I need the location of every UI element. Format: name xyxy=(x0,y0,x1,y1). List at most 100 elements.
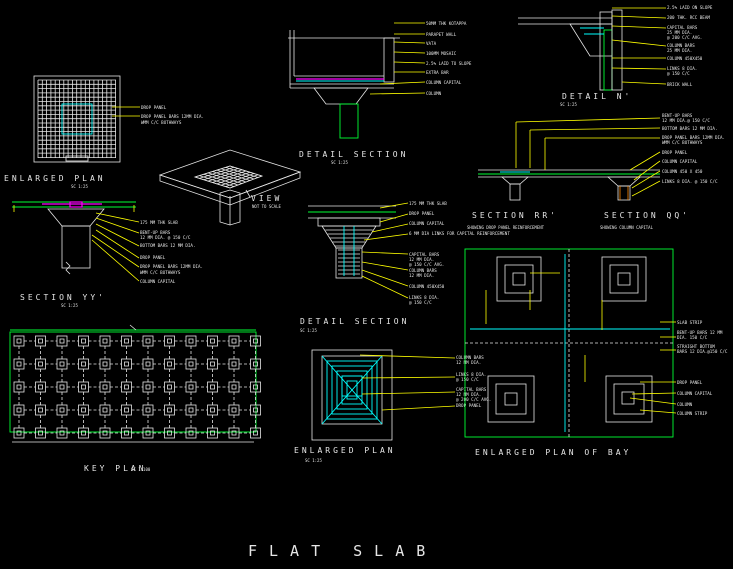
column xyxy=(210,361,215,367)
note: COLUMN CAPITAL xyxy=(409,221,445,226)
note: 12 MM DIA. xyxy=(409,273,434,278)
note: COLUMN 450X450 xyxy=(667,56,703,61)
drop-panel xyxy=(121,404,132,416)
column xyxy=(16,384,22,390)
note: COLUMN STRIP xyxy=(677,411,708,416)
drop-panel xyxy=(78,358,89,370)
column xyxy=(231,430,237,436)
note: DROP PANEL xyxy=(140,255,166,260)
drop-panel xyxy=(121,335,132,347)
note: VATA xyxy=(426,41,437,46)
column xyxy=(210,338,215,344)
note: DROP PANEL xyxy=(456,403,482,408)
drop-panel xyxy=(13,358,25,370)
drop-panel xyxy=(78,381,89,393)
note: BRICK WALL xyxy=(667,82,693,87)
drop-panel xyxy=(185,404,197,416)
note: BENT-UP BARS xyxy=(662,113,693,118)
column xyxy=(167,384,172,390)
drop-panel xyxy=(207,381,218,393)
note: CAPITAL BARS xyxy=(409,252,440,257)
note: DROP PANEL xyxy=(662,150,688,155)
view-title: DETAIL N' xyxy=(562,92,632,101)
column xyxy=(124,338,129,344)
column xyxy=(145,407,151,413)
note: EXTRA BAR xyxy=(426,70,449,75)
iso-bar xyxy=(221,173,255,186)
note: 25 MM DIA. xyxy=(667,48,692,53)
column xyxy=(38,361,43,367)
column xyxy=(253,384,258,390)
column xyxy=(102,407,108,413)
drop-panel xyxy=(142,358,154,370)
view-title: SECTION RR' xyxy=(472,211,558,220)
column xyxy=(81,361,86,367)
note: COLUMN xyxy=(426,91,442,96)
drop-panel xyxy=(56,427,68,439)
note: WMM C/C BOTHWAYS xyxy=(662,140,703,145)
column xyxy=(145,384,151,390)
iso-bar xyxy=(225,174,259,188)
column xyxy=(167,407,172,413)
note: 25 MM DIA. xyxy=(667,30,692,35)
view-title: ENLARGED PLAN xyxy=(4,174,106,183)
key-plan-grid xyxy=(13,335,261,439)
note: COLUMN CAPITAL xyxy=(140,279,176,284)
drop-panel-rebar-grid xyxy=(37,79,116,158)
drop-panel xyxy=(56,335,68,347)
iso-bar xyxy=(216,171,251,185)
note: COLUMN CAPITAL xyxy=(662,159,698,164)
drop-panel xyxy=(56,381,68,393)
drop-panel xyxy=(142,404,154,416)
column xyxy=(188,361,194,367)
view-title: ENLARGED PLAN OF BAY xyxy=(475,448,631,457)
drop-panel xyxy=(185,335,197,347)
note: COLUMN 450 X 450 xyxy=(662,169,703,174)
column xyxy=(231,384,237,390)
note: DIA. 150 C/C xyxy=(677,335,708,340)
note: 50MM THK KOTAPPA xyxy=(426,21,467,26)
column xyxy=(145,361,151,367)
note: DROP PANEL BARS 12MM DIA. xyxy=(141,114,204,119)
column xyxy=(16,407,22,413)
note: 12 MM DIA. xyxy=(409,257,434,262)
drop-panel xyxy=(164,335,175,347)
view-title: SECTION YY' xyxy=(20,293,106,302)
note: COLUMN CAPITAL xyxy=(426,80,462,85)
view-scale: SC 1:25 xyxy=(61,303,78,308)
column xyxy=(81,384,86,390)
note: STRAIGHT BOTTOM xyxy=(677,344,715,349)
column xyxy=(124,430,129,436)
drop-panel xyxy=(228,358,240,370)
view-title: SECTION QQ' xyxy=(604,211,690,220)
column xyxy=(231,361,237,367)
view-subtitle: SHOWING COLUMN CAPITAL xyxy=(600,225,654,230)
view-scale: SC 1:25 xyxy=(331,160,348,165)
note: COLUMN 450X450 xyxy=(409,284,445,289)
note: COLUMN BARS xyxy=(667,43,695,48)
note: COLUMN xyxy=(677,402,693,407)
note: COLUMN CAPITAL xyxy=(677,391,713,396)
column xyxy=(167,430,172,436)
capital-ring xyxy=(331,365,373,415)
column xyxy=(210,384,215,390)
column xyxy=(102,338,108,344)
note: PARAPET WALL xyxy=(426,32,457,37)
note: COLUMN BARS xyxy=(409,268,437,273)
note: 12 MM DIA. @ 150 C/C xyxy=(140,235,191,240)
note: SLAB STRIP xyxy=(677,320,703,325)
note: 175 MM THK SLAB xyxy=(409,201,447,206)
note: 6 MM DIA LINKS FOR CAPITAL REINFORCEMENT xyxy=(409,231,510,236)
column xyxy=(16,338,22,344)
note: 200 THK. RCC BEAM xyxy=(667,15,710,20)
sections-rr-qq: BENT-UP BARS 12 MM DIA.@ 150 C/C BOTTOM … xyxy=(467,113,725,230)
column xyxy=(38,338,43,344)
drop-panel xyxy=(164,404,175,416)
note: LINKS 8 DIA. xyxy=(667,66,697,71)
iso-rebar xyxy=(194,165,263,189)
note: 175 MM THK SLAB xyxy=(140,220,178,225)
note: WMM C/C BOTHWAYS xyxy=(140,270,181,275)
drop-panel xyxy=(35,358,46,370)
view-title: VIEW xyxy=(251,194,282,203)
note: DROP PANEL xyxy=(677,380,703,385)
